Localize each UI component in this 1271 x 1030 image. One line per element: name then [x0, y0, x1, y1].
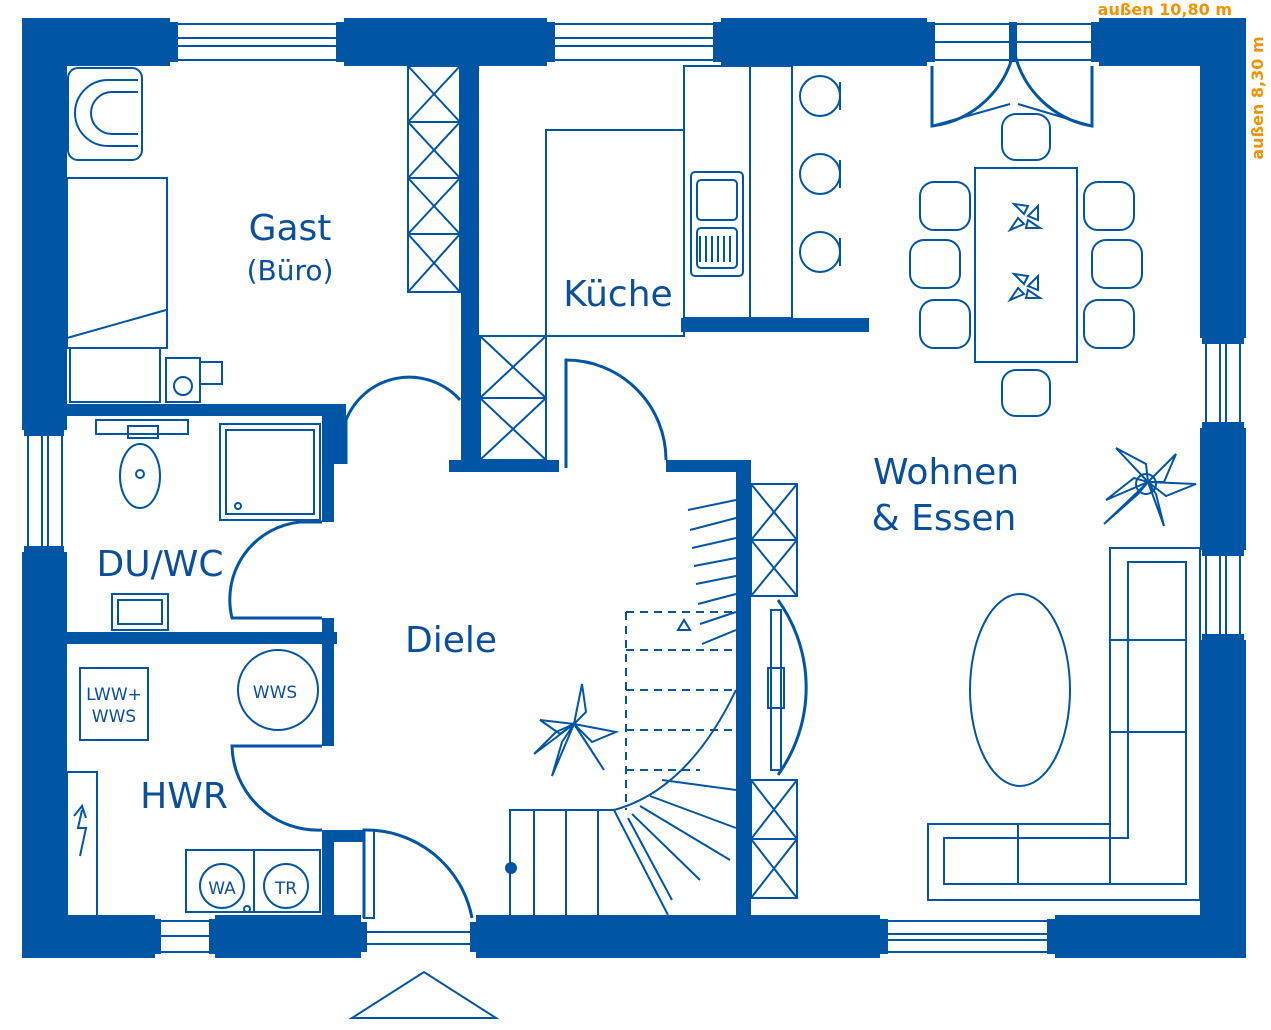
- window-top-middle: [546, 22, 722, 62]
- fixture-label-tr: TR: [274, 879, 297, 899]
- fixture-label-wa: WA: [208, 879, 236, 899]
- window-bottom-left: [154, 919, 216, 954]
- doors: [228, 49, 1094, 919]
- staircase: [505, 499, 737, 916]
- water-tank-icon: [237, 649, 319, 731]
- window-top-left: [169, 22, 345, 62]
- fixture-label-wws: WWS: [253, 683, 297, 703]
- armchair-icon: [67, 67, 143, 161]
- shower-icon: [219, 423, 321, 521]
- room-label-kueche: Küche: [563, 274, 672, 315]
- room-label-gast-sub: (Büro): [247, 254, 334, 287]
- room-label-wohnen-2: & Essen: [872, 498, 1017, 539]
- window-right-lower: [1202, 549, 1244, 641]
- sofa-bed-icon: [66, 177, 168, 403]
- washing-machine-icon: [199, 863, 245, 909]
- sink-icon-gast: [165, 357, 223, 403]
- labels: Gast (Büro) Küche Wohnen & Essen Diele D…: [86, 0, 1267, 899]
- entrance-arrow-icon: [348, 970, 500, 1019]
- wall-right: [1200, 18, 1246, 958]
- plant-icon-diele: [533, 683, 620, 777]
- window-bottom-right: [879, 919, 1056, 954]
- heat-pump-box: [79, 667, 149, 741]
- dimension-depth: außen 8,30 m: [1248, 36, 1267, 159]
- room-label-wohnen-1: Wohnen: [873, 452, 1019, 493]
- washbasin-icon: [111, 593, 169, 631]
- dining-chairs-icon: [909, 113, 1143, 417]
- windows: [24, 22, 1244, 954]
- dining-table: [974, 167, 1078, 363]
- sofa-icon: [927, 547, 1201, 901]
- coffee-table: [969, 593, 1071, 787]
- living-area: [927, 447, 1201, 901]
- kitchen-sink-icon: [690, 171, 744, 277]
- wall-openings: [22, 18, 1246, 958]
- storage-cabinets: [407, 65, 798, 899]
- bar-stools-icon: [799, 75, 841, 273]
- fixture-label-lww-2: WWS: [92, 707, 136, 727]
- room-label-duwc: DU/WC: [97, 544, 224, 585]
- table-flower-icon: [1007, 202, 1044, 303]
- interior-walls: [67, 66, 869, 918]
- window-right-upper: [1202, 337, 1244, 429]
- window-top-right: [926, 22, 1100, 62]
- room-label-gast: Gast: [249, 208, 332, 249]
- gast-furniture: [66, 67, 223, 403]
- dimension-width: außen 10,80 m: [1098, 0, 1232, 19]
- front-door-threshold: [361, 922, 476, 952]
- plant-icon-living: [1103, 447, 1197, 527]
- dining-area: [909, 113, 1143, 417]
- kitchen-furniture: [545, 65, 841, 337]
- bathroom-fixtures: [95, 419, 321, 631]
- toilet-icon: [119, 443, 161, 509]
- room-label-diele: Diele: [405, 620, 497, 661]
- dryer-icon: [263, 863, 309, 909]
- window-left: [24, 429, 64, 553]
- fixture-label-lww-1: LWW+: [86, 685, 142, 705]
- room-label-hwr: HWR: [140, 776, 228, 817]
- electric-panel-icon: [66, 771, 98, 917]
- utility-fixtures: [66, 649, 321, 917]
